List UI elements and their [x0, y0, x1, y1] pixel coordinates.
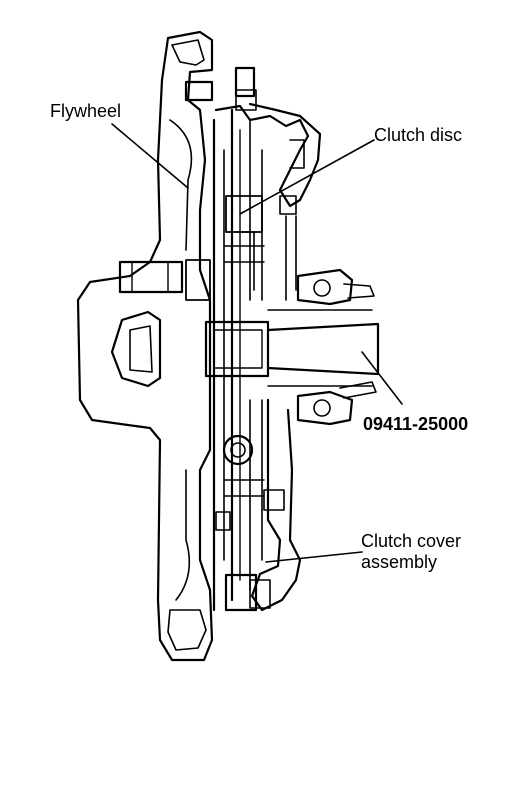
- clutch-disc-label: Clutch disc: [374, 125, 463, 145]
- disc-hub: [222, 195, 265, 497]
- pressure-plate: [212, 108, 263, 612]
- tool-leader: [361, 351, 403, 405]
- clutch-cover-label-line1: Clutch cover: [361, 531, 462, 551]
- flywheel-label: Flywheel: [50, 101, 122, 121]
- flywheel-leader: [111, 123, 189, 189]
- clutch-cover-top: [214, 102, 322, 301]
- flywheel-body: [76, 30, 214, 662]
- tool-number-label: 09411-25000: [363, 414, 469, 434]
- release-bearings: [296, 268, 377, 426]
- clutch-cover-label-line2: assembly: [361, 552, 438, 572]
- crankshaft-hub: [110, 260, 184, 388]
- flywheel-bolts: [184, 66, 257, 301]
- clutch-disc-leader: [239, 139, 375, 215]
- input-shaft: [204, 309, 380, 387]
- clutch-cover-label: Clutch cover assembly: [361, 531, 461, 573]
- clutch-cover-bottom: [215, 398, 302, 612]
- clutch-cover-leader: [265, 551, 363, 563]
- leader-lines: [111, 123, 403, 563]
